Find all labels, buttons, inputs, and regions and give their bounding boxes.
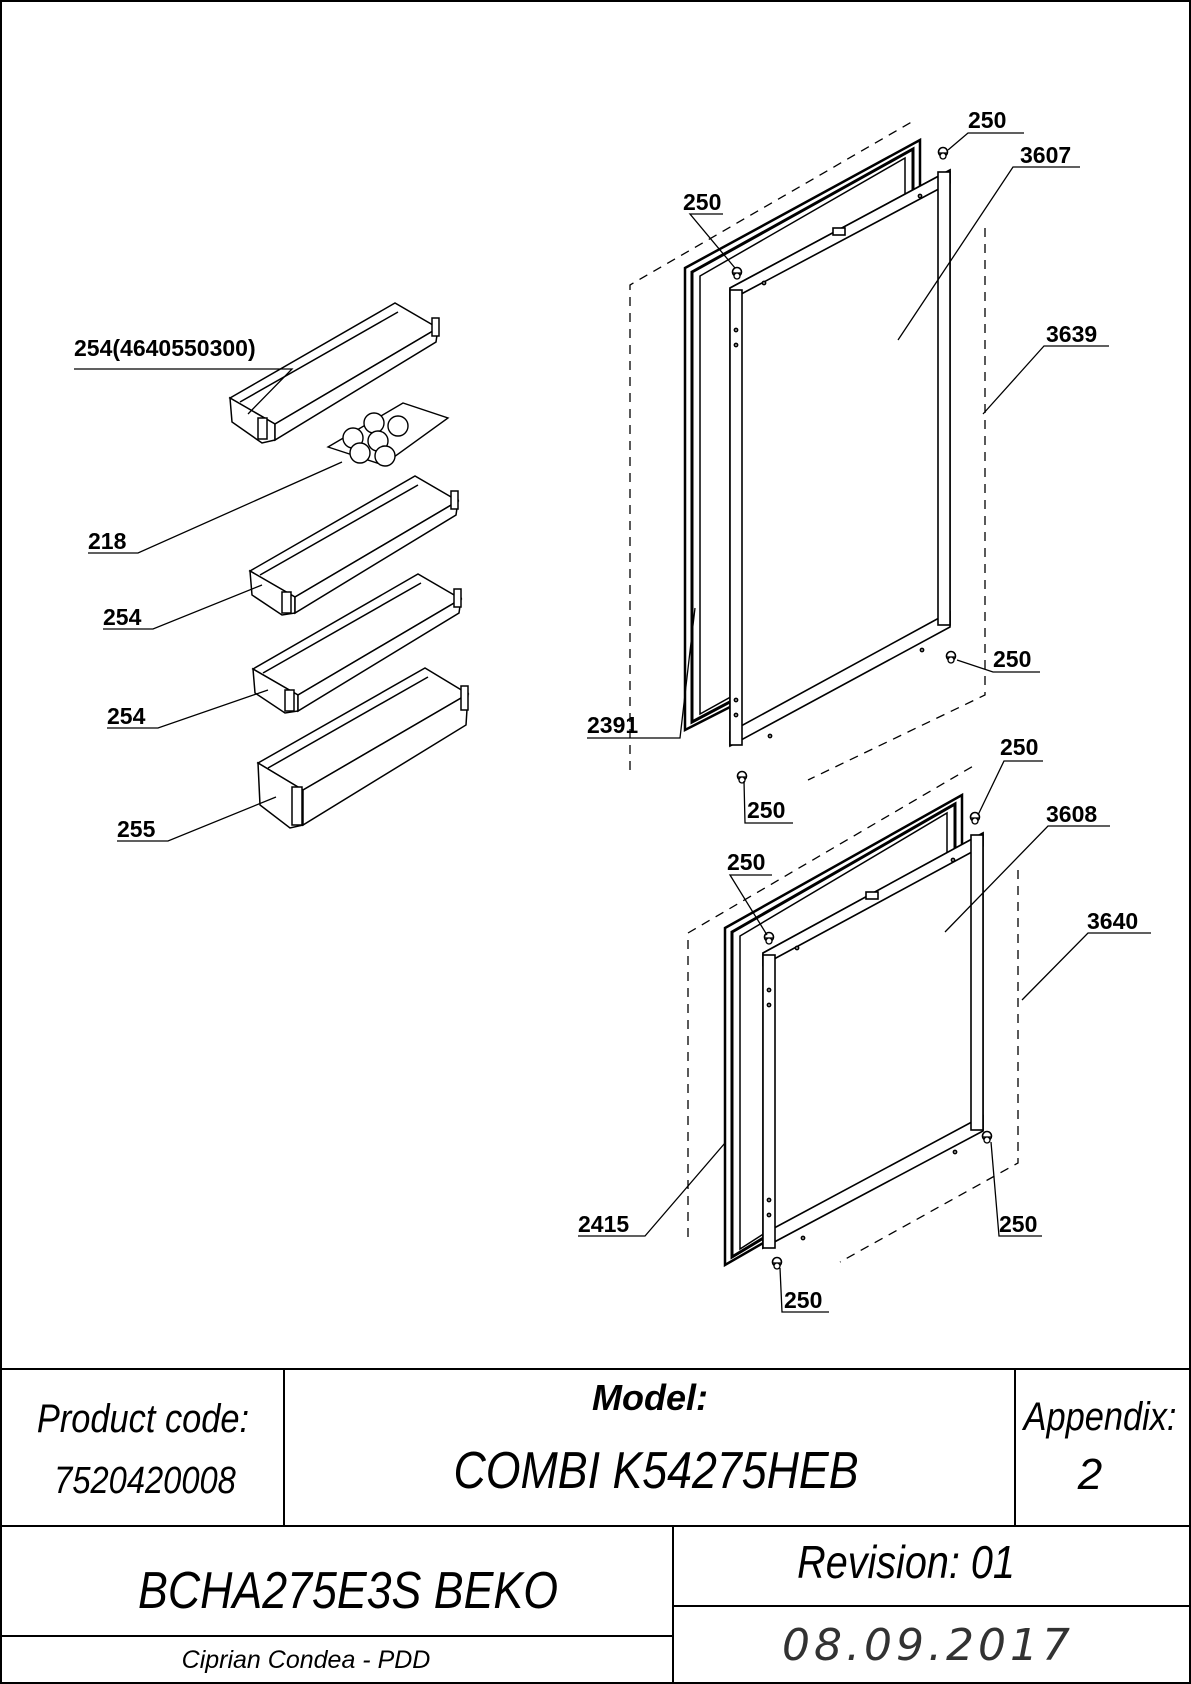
revision: Revision: 01 <box>797 1537 1015 1588</box>
model-label: Model: <box>592 1377 708 1418</box>
callout-2415: 2415 <box>578 1211 629 1237</box>
door-shelf-254-top <box>228 302 440 444</box>
callout-250-d: 250 <box>747 797 785 823</box>
door-shelf-254-mid <box>248 475 460 616</box>
callout-250-a: 250 <box>968 107 1006 133</box>
lower-door-dashed-outline <box>687 764 1019 1263</box>
upper-door-dashed-outline <box>629 119 986 781</box>
callout-250-e: 250 <box>1000 734 1038 760</box>
callout-254-top: 254(4640550300) <box>74 335 256 361</box>
callout-leader-lines <box>74 132 1151 1313</box>
callout-250-c: 250 <box>993 646 1031 672</box>
callout-254-low: 254 <box>107 703 146 729</box>
callout-250-b: 250 <box>683 189 721 215</box>
callout-250-f: 250 <box>727 849 765 875</box>
callout-3607: 3607 <box>1020 142 1071 168</box>
product-name: BCHA275E3S BEKO <box>138 1562 558 1620</box>
model-value: COMBI K54275HEB <box>453 1442 858 1500</box>
callout-2391: 2391 <box>587 712 638 738</box>
callout-254-mid: 254 <box>103 604 142 630</box>
author: Ciprian Condea - PDD <box>182 1646 431 1674</box>
callout-3639: 3639 <box>1046 321 1097 347</box>
revision-date: 08.09.2017 <box>782 1620 1074 1671</box>
callout-255: 255 <box>117 816 156 842</box>
door-shelf-255 <box>256 667 470 829</box>
title-block-grid <box>1 1368 1190 1683</box>
callout-3608: 3608 <box>1046 801 1097 827</box>
callout-3640: 3640 <box>1087 908 1138 934</box>
appendix-label: Appendix: <box>1022 1394 1177 1439</box>
upper-door-inner-panel-3607 <box>729 168 951 748</box>
product-code-label: Product code: <box>37 1396 249 1441</box>
callout-250-g: 250 <box>999 1211 1037 1237</box>
egg-tray-218 <box>326 402 450 467</box>
lower-door-inner-panel-3608 <box>762 831 984 1250</box>
callout-218: 218 <box>88 528 127 554</box>
product-code-value: 7520420008 <box>54 1459 236 1502</box>
callout-250-h: 250 <box>784 1287 822 1313</box>
door-shelf-254-low <box>251 573 463 714</box>
appendix-value: 2 <box>1077 1450 1102 1499</box>
